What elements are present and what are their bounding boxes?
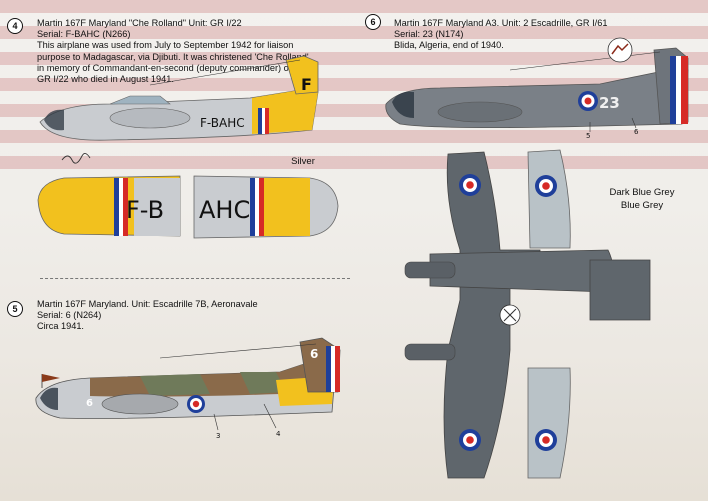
tail-letter: F (301, 75, 312, 94)
profile-5-aircraft: 6 6 3 4 (35, 337, 341, 440)
caption-line: Martin 167F Maryland A3. Unit: 2 Escadri… (394, 18, 608, 28)
callout-5: 5 (586, 132, 590, 140)
profile-4-wings: F-B AHC (37, 175, 339, 239)
caption-line: Serial: 6 (N264) (37, 310, 102, 321)
caption-line: purpose to Madagascar, via Djibuti. It w… (37, 51, 309, 62)
profile-5-caption: Martin 167F Maryland. Unit: Escadrille 7… (37, 299, 337, 333)
caption-line: in memory of Commandant-en-second (deput… (37, 62, 292, 73)
profile-4-caption: Martin 167F Maryland "Che Rolland" Unit:… (37, 18, 357, 85)
profile-6-aircraft: 23 5 6 (385, 37, 689, 140)
profile-6-number: 6 (365, 14, 381, 30)
profile-6-planview (404, 149, 651, 479)
caption-line: Serial: F-BAHC (N266) (37, 29, 131, 40)
fuselage-number: 23 (599, 94, 620, 112)
caption-line: This airplane was used from July to Sept… (37, 40, 294, 51)
silver-color-note: Silver (291, 156, 315, 167)
nose-number: 6 (86, 398, 93, 409)
profile-6-caption: Martin 167F Maryland A3. Unit: 2 Escadri… (394, 18, 694, 52)
pennant-flag (41, 374, 60, 388)
signature-mark (61, 153, 91, 164)
profile-4-number: 4 (7, 18, 23, 34)
wing-code-left: F-B (126, 196, 164, 224)
caption-line: Martin 167F Maryland. Unit: Escadrille 7… (37, 299, 258, 309)
colour-note-blue-grey: Blue Grey (620, 200, 664, 211)
fuselage-code: F-BAHC (200, 116, 245, 130)
flag-background (0, 0, 708, 175)
caption-line: Circa 1941. (37, 321, 84, 332)
caption-line: Martin 167F Maryland "Che Rolland" Unit:… (37, 18, 242, 28)
wing-code-right: AHC (199, 196, 250, 224)
section-divider (40, 278, 350, 279)
profile-4-aircraft: F-BAHC F (39, 55, 319, 141)
unit-emblem (607, 37, 633, 63)
caption-line: Blida, Algeria, end of 1940. (394, 40, 504, 51)
tail-number: 6 (310, 347, 318, 361)
caption-line: GR I/22 who died in August 1941. (37, 74, 174, 85)
callout-3: 3 (216, 432, 220, 440)
callout-6: 6 (634, 128, 639, 136)
colour-note-dark-blue-grey: Dark Blue Grey (609, 187, 675, 198)
caption-line: Serial: 23 (N174) (394, 29, 464, 40)
callout-4: 4 (276, 430, 281, 438)
profile-5-number: 5 (7, 301, 23, 317)
